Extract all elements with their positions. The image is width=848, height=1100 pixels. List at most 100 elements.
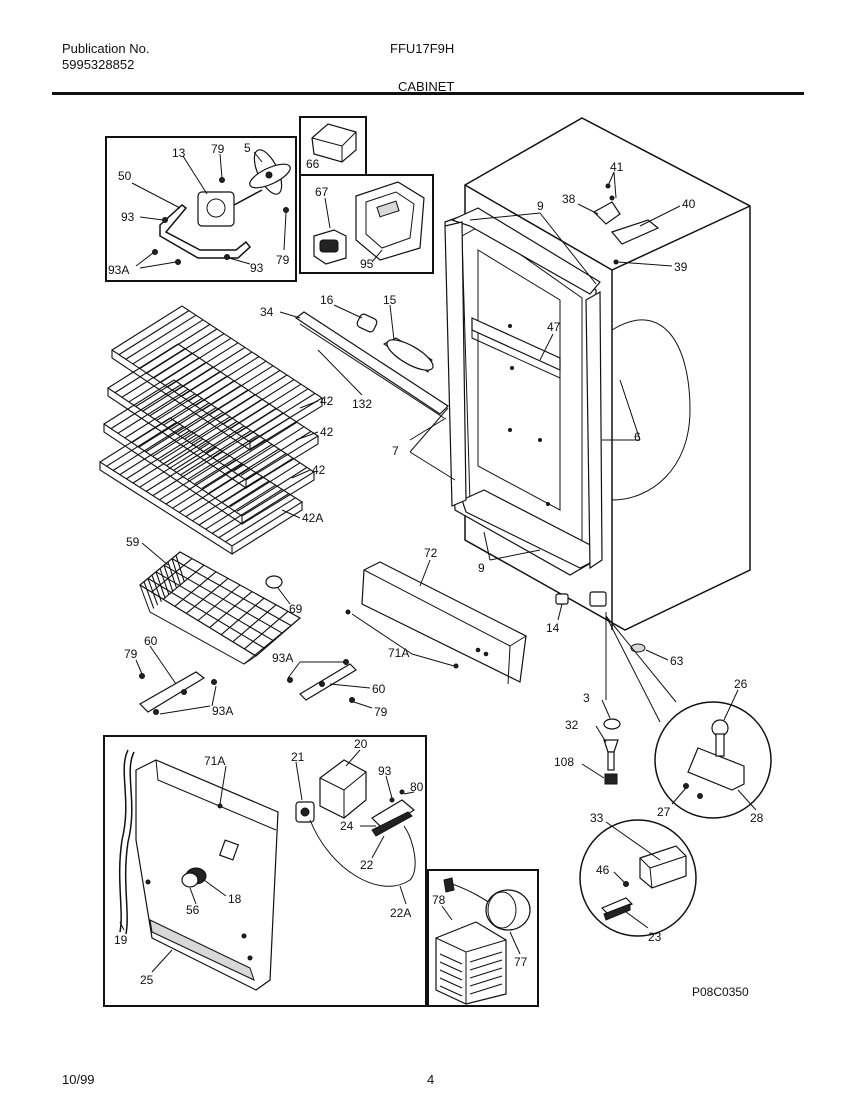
shelf-wire: [212, 412, 284, 458]
callout-56: 56: [186, 903, 200, 917]
shelf-wire: [152, 451, 224, 497]
callout-79: 79: [124, 647, 138, 661]
callout-9: 9: [478, 561, 485, 575]
shelf-wire: [152, 411, 224, 457]
callout-13: 13: [172, 146, 186, 160]
shelf-wire: [106, 421, 177, 467]
shelf-wire: [159, 455, 230, 501]
callout-63: 63: [670, 654, 684, 668]
shelf-wire: [132, 319, 204, 365]
carton-hatch: [469, 983, 503, 995]
section-title: CABINET: [398, 79, 455, 94]
shelf-wire: [194, 439, 266, 485]
model-number: FFU17F9H: [390, 41, 455, 56]
shelf-wire: [118, 310, 190, 356]
callout-18: 18: [228, 892, 242, 906]
basket-wire: [174, 571, 217, 607]
basket-wire: [162, 564, 205, 600]
machine-compartment-inset: 71A 21 20 93 80 24 22 18 56 19 25 22A: [103, 735, 427, 1007]
callout-50: 50: [118, 169, 132, 183]
carton-hatch: [439, 985, 463, 997]
publication-label: Publication No.: [62, 41, 150, 56]
diagram-code: P08C0350: [692, 985, 749, 999]
shelf-wire: [180, 430, 252, 476]
shelf-wire: [208, 448, 280, 494]
callout-72: 72: [424, 546, 438, 560]
shelf-wire: [114, 348, 186, 394]
callout-78: 78: [432, 893, 446, 907]
callout-42: 42: [320, 394, 334, 408]
shelf-wire: [198, 403, 270, 449]
shelf-wire: [163, 380, 235, 426]
shelf-wire: [173, 425, 245, 471]
callout-93: 93: [250, 261, 264, 275]
basket-wire: [175, 555, 185, 582]
callout-93A: 93A: [108, 263, 129, 277]
shelf-wire: [112, 425, 184, 471]
shelf-wire: [191, 398, 263, 444]
callout-3: 3: [583, 691, 590, 705]
shelf-4: [98, 417, 304, 556]
callout-16: 16: [320, 293, 334, 307]
callout-34: 34: [260, 305, 274, 319]
callout-60: 60: [144, 634, 158, 648]
shelf-wire: [172, 463, 243, 509]
callout-79: 79: [374, 705, 388, 719]
callout-25: 25: [140, 973, 154, 987]
basket-wire: [151, 574, 162, 602]
shelf-wire: [117, 388, 189, 434]
callout-41: 41: [610, 160, 624, 174]
basket-wire: [155, 571, 274, 642]
shelf-wire: [145, 446, 217, 492]
shelf-wire: [178, 467, 250, 513]
basket-wire: [220, 597, 265, 636]
callout-33: 33: [590, 811, 604, 825]
footer-page-number: 4: [427, 1072, 435, 1087]
callout-93: 93: [378, 764, 392, 778]
motor-inset: 13 79 5 50 93 93A 93 79: [105, 136, 297, 282]
shelf-wire: [159, 416, 231, 462]
basket-wire: [143, 581, 155, 609]
basket-wire: [147, 578, 159, 606]
callout-26: 26: [734, 677, 748, 691]
callout-132: 132: [352, 397, 372, 411]
shelf-wire: [165, 459, 237, 505]
callout-7: 7: [392, 444, 399, 458]
callout-93A: 93A: [212, 704, 233, 718]
carton-hatch: [439, 969, 463, 981]
shelf-wire: [119, 430, 191, 476]
header-rule: [52, 92, 804, 95]
shelf-3: [102, 379, 316, 526]
shelf-wire: [192, 476, 263, 522]
callout-77: 77: [514, 955, 528, 969]
callout-93: 93: [121, 210, 135, 224]
shelf-wire: [229, 462, 301, 508]
callout-15: 15: [383, 293, 397, 307]
callout-39: 39: [674, 260, 688, 274]
shelf-1: [110, 305, 324, 452]
shelf-wire: [184, 394, 256, 440]
shelf-wire: [128, 357, 200, 403]
shelf-2: [106, 343, 320, 490]
shelf-wire: [156, 375, 228, 421]
shelf-wire: [135, 361, 207, 407]
callout-79: 79: [276, 253, 290, 267]
shelf-wire: [166, 420, 238, 466]
callout-67: 67: [315, 185, 329, 199]
callout-20: 20: [354, 737, 368, 751]
callout-6: 6: [634, 430, 641, 444]
light-assembly: 34 16 15 132 7: [260, 293, 456, 481]
basket-wire: [147, 577, 266, 649]
shelf-wire: [177, 389, 249, 435]
callout-5: 5: [244, 141, 251, 155]
callout-42A: 42A: [302, 511, 323, 525]
basket-wire: [167, 561, 178, 589]
basket-assembly: 59 69 60 79 93A 93A 60 79: [124, 535, 388, 719]
basket-wire: [163, 565, 174, 592]
callout-71A: 71A: [388, 646, 409, 660]
basket-wire: [232, 604, 277, 643]
callout-40: 40: [682, 197, 696, 211]
carton-hatch: [439, 961, 463, 973]
shelf-wire: [205, 484, 276, 530]
basket-wire: [163, 564, 283, 634]
